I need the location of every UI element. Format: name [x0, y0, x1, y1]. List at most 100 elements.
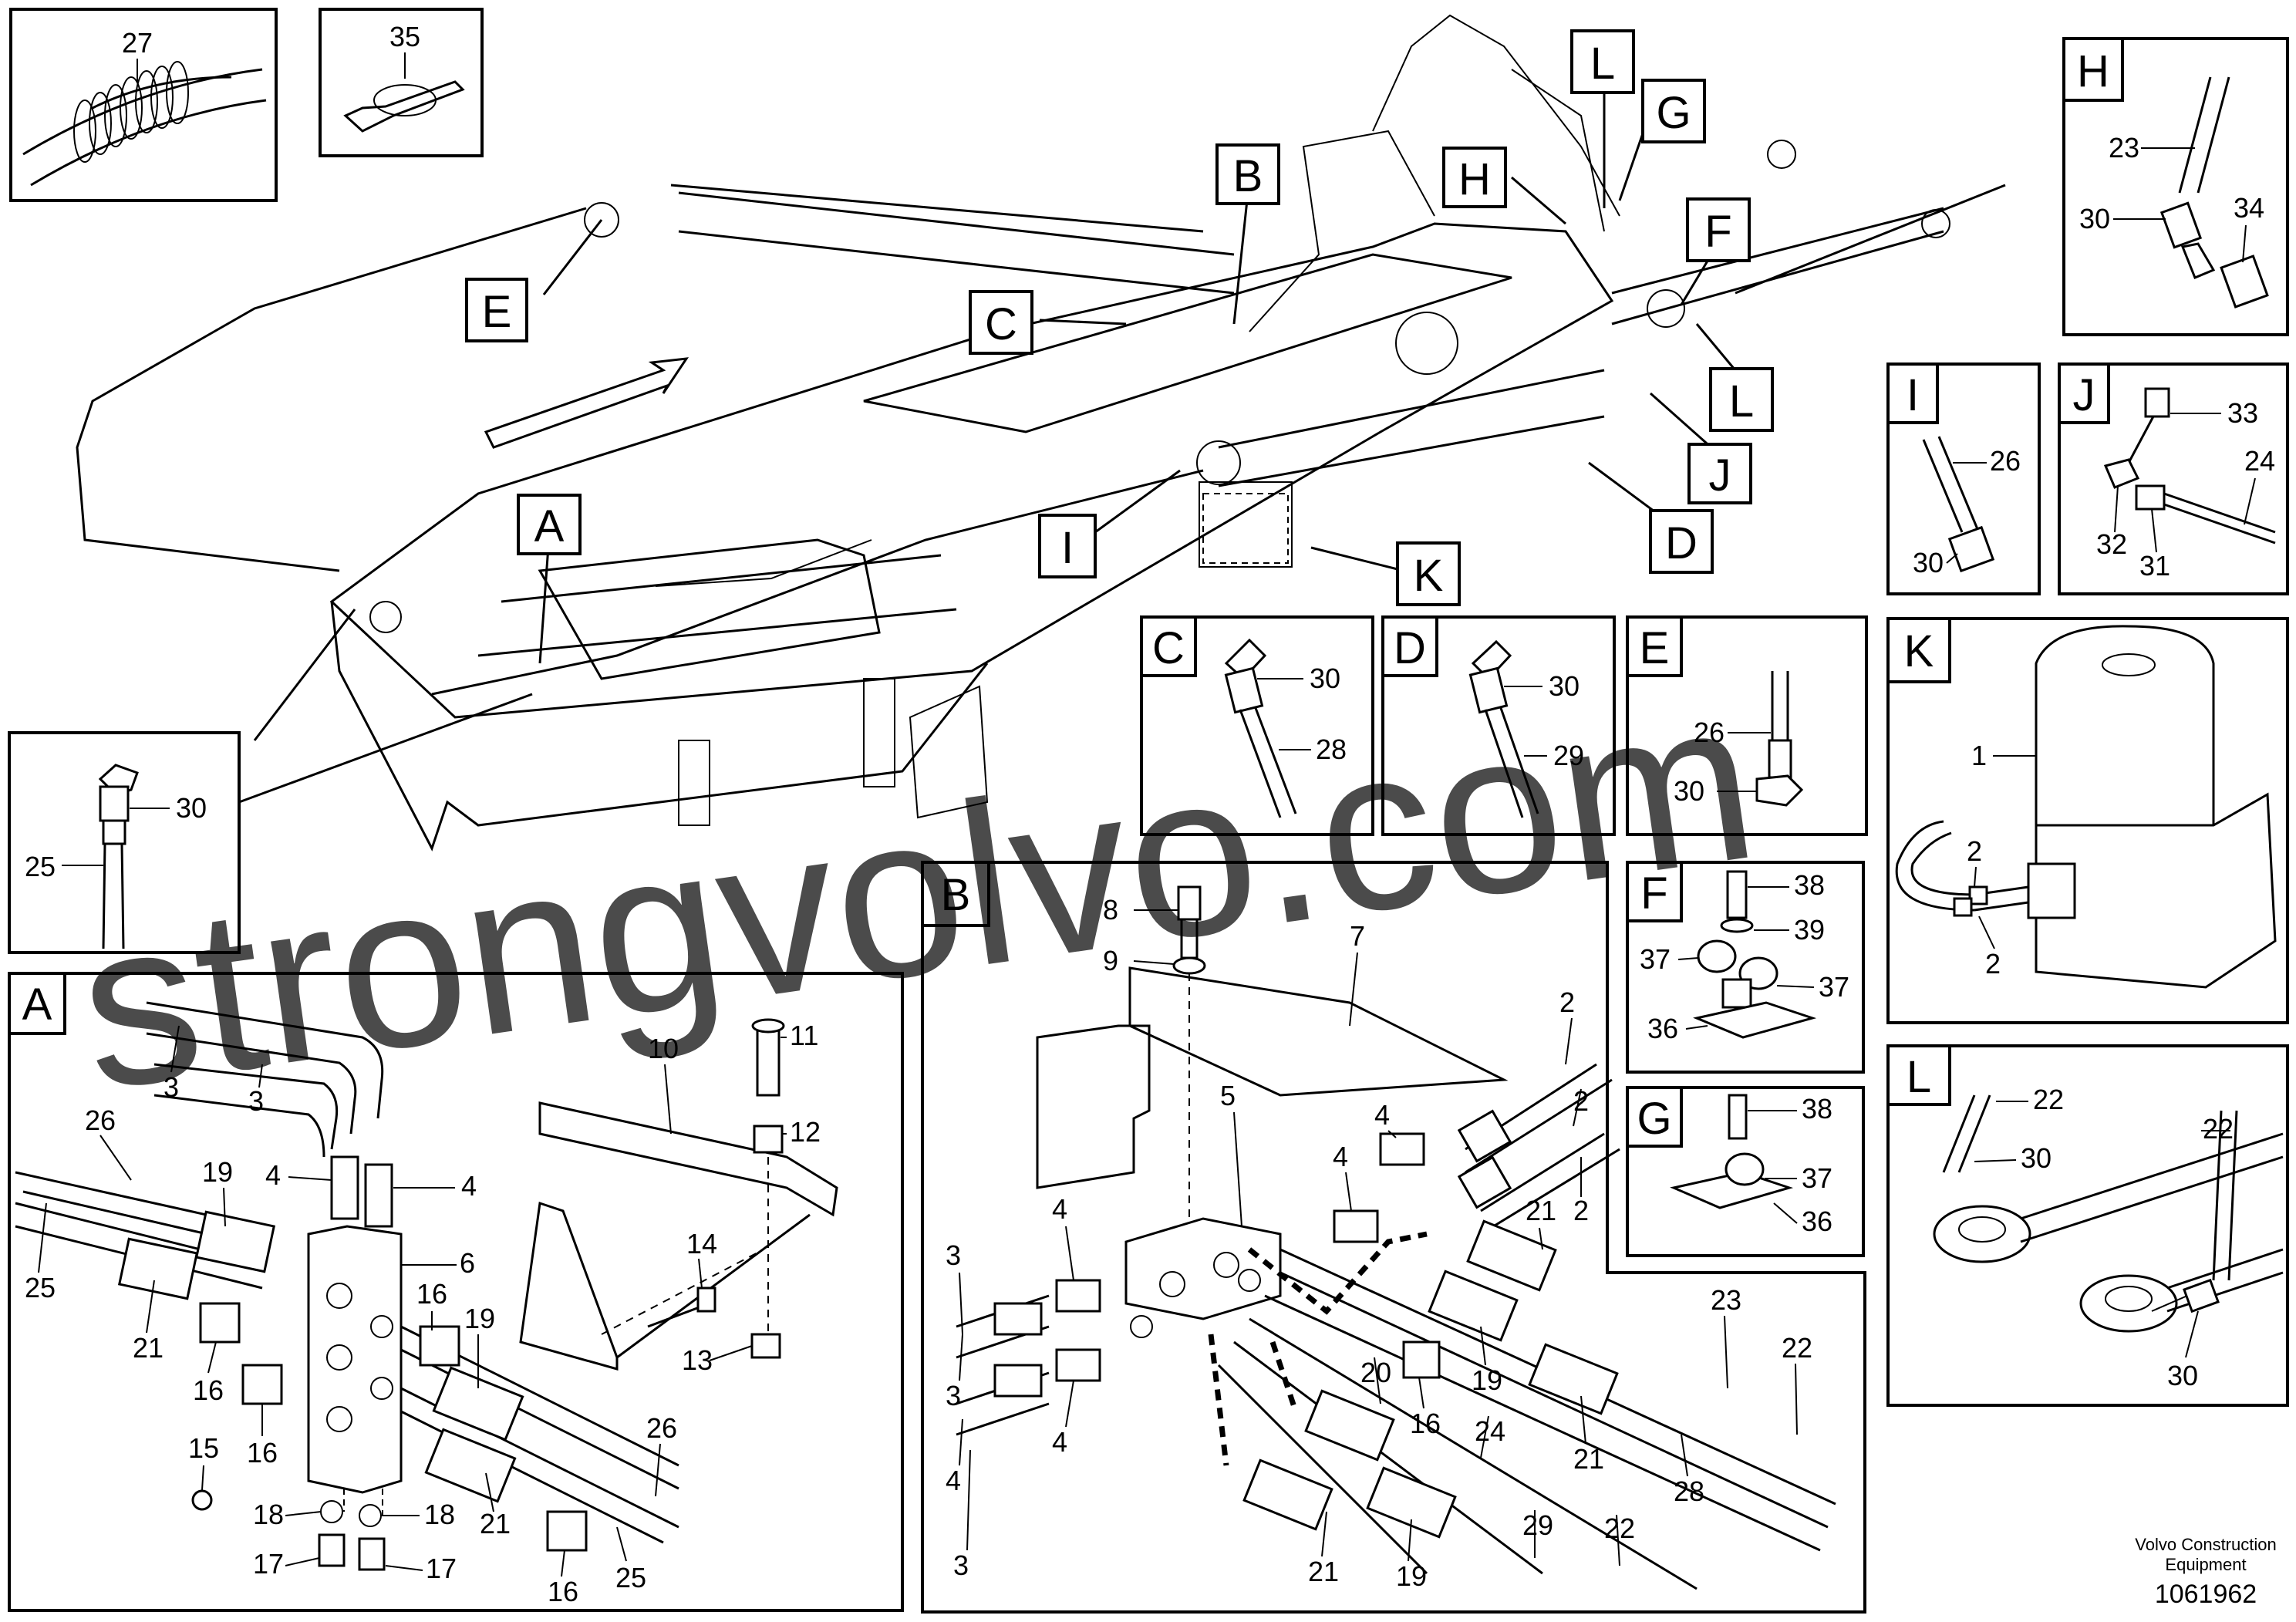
svg-text:21: 21	[480, 1508, 511, 1539]
svg-text:K: K	[1414, 551, 1444, 601]
footer: Volvo Construction Equipment 1061962	[2135, 1535, 2276, 1609]
svg-text:3: 3	[946, 1239, 961, 1271]
svg-text:H: H	[2077, 46, 2109, 96]
callout-leaders	[238, 85, 1737, 804]
svg-text:38: 38	[1794, 869, 1825, 901]
svg-text:25: 25	[615, 1562, 646, 1593]
svg-text:3: 3	[164, 1071, 179, 1103]
svg-text:32: 32	[2096, 528, 2127, 560]
svg-text:4: 4	[1333, 1141, 1348, 1172]
svg-text:L: L	[1590, 39, 1615, 89]
detail-A: A	[8, 972, 904, 1612]
svg-text:K: K	[1904, 626, 1934, 676]
inset-35: 35	[319, 8, 484, 157]
svg-text:L: L	[1907, 1052, 1931, 1102]
svg-text:37: 37	[1819, 971, 1849, 1003]
svg-text:13: 13	[682, 1344, 713, 1376]
svg-text:E: E	[482, 287, 512, 337]
svg-text:23: 23	[2109, 132, 2139, 164]
detail-E: E 26 30	[1626, 615, 1868, 836]
svg-text:21: 21	[133, 1332, 164, 1364]
svg-text:25: 25	[25, 1272, 56, 1303]
svg-text:36: 36	[1802, 1206, 1832, 1237]
callout-L-right: L	[1709, 367, 1774, 432]
svg-text:23: 23	[1711, 1284, 1741, 1316]
svg-text:2: 2	[1967, 835, 1982, 867]
detail-F-numbers: 38 39 37 37 36	[1640, 869, 1849, 1044]
svg-text:30: 30	[2079, 203, 2110, 234]
svg-text:17: 17	[426, 1553, 457, 1584]
svg-text:26: 26	[646, 1412, 677, 1444]
svg-text:6: 6	[460, 1247, 475, 1279]
svg-text:4: 4	[946, 1465, 961, 1496]
svg-text:16: 16	[193, 1374, 224, 1406]
callout-L-top: L	[1570, 29, 1635, 94]
svg-text:30: 30	[1674, 775, 1704, 807]
svg-text:22: 22	[2203, 1113, 2234, 1145]
svg-text:I: I	[1907, 370, 1919, 420]
svg-text:A: A	[22, 980, 52, 1030]
callout-A: A	[517, 494, 582, 555]
svg-text:J: J	[1709, 450, 1731, 501]
detail-G-numbers: 38 37 36	[1802, 1093, 1832, 1237]
svg-text:5: 5	[1220, 1080, 1236, 1111]
svg-text:22: 22	[1782, 1332, 1812, 1364]
callout-I: I	[1038, 514, 1097, 578]
callout-B: B	[1215, 143, 1280, 205]
svg-text:15: 15	[188, 1432, 219, 1464]
svg-text:F: F	[1640, 868, 1667, 919]
svg-text:3: 3	[946, 1380, 961, 1411]
detail-K: K 1 2 2	[1886, 617, 2289, 1024]
svg-text:30: 30	[1549, 670, 1580, 702]
detail-L: L 22 22 30 30	[1886, 1044, 2289, 1407]
callout-J: J	[1687, 443, 1752, 504]
drawing-number: 1061962	[2155, 1580, 2257, 1609]
detail-F: F 38 39 37 37 36	[1626, 861, 1865, 1074]
detail-G: G 38 37 36	[1626, 1086, 1865, 1257]
svg-text:4: 4	[265, 1159, 281, 1191]
detail-B-leaders	[959, 909, 1798, 1566]
svg-text:24: 24	[2244, 445, 2275, 477]
svg-text:18: 18	[253, 1499, 284, 1530]
svg-text:24: 24	[1475, 1415, 1505, 1447]
svg-text:30: 30	[2021, 1142, 2052, 1174]
detail-K-numbers: 1 2 2	[1967, 740, 2001, 980]
callout-E: E	[465, 278, 528, 342]
svg-text:22: 22	[1604, 1512, 1635, 1544]
svg-text:E: E	[1640, 623, 1670, 673]
svg-text:16: 16	[548, 1576, 578, 1607]
svg-text:16: 16	[416, 1278, 447, 1310]
detail-B-numbers: 8 9 7 2 2 2 4 5 4 4 3 4 3 4 3 21 19 23 2…	[946, 894, 1812, 1592]
svg-text:16: 16	[1410, 1408, 1441, 1439]
svg-text:8: 8	[1103, 894, 1118, 926]
detail-H: H 23 30 34	[2062, 37, 2289, 336]
svg-text:D: D	[1394, 623, 1426, 673]
svg-text:19: 19	[464, 1303, 495, 1334]
svg-text:21: 21	[1526, 1195, 1556, 1226]
svg-text:C: C	[985, 299, 1017, 349]
svg-text:H: H	[1458, 154, 1491, 204]
svg-text:C: C	[1152, 623, 1185, 673]
svg-text:22: 22	[2033, 1084, 2064, 1115]
svg-text:30: 30	[2167, 1360, 2198, 1391]
callout-K: K	[1396, 541, 1461, 606]
detail-D: D 30 29	[1381, 615, 1616, 836]
svg-text:2: 2	[1559, 986, 1575, 1018]
svg-text:B: B	[941, 870, 971, 920]
svg-text:4: 4	[461, 1170, 477, 1202]
callout-G: G	[1641, 79, 1706, 143]
svg-text:4: 4	[1052, 1426, 1067, 1458]
svg-text:21: 21	[1573, 1443, 1604, 1475]
inset-27: 27	[9, 8, 278, 202]
svg-text:11: 11	[790, 1020, 818, 1051]
svg-text:19: 19	[1396, 1560, 1427, 1592]
svg-text:3: 3	[248, 1085, 264, 1117]
callout-H-main: H	[1442, 147, 1507, 208]
svg-text:26: 26	[85, 1104, 116, 1136]
main-callouts: E C B H L G F L	[465, 29, 1774, 606]
svg-text:36: 36	[1647, 1013, 1678, 1044]
detail-J: J 33 24 32 31	[2058, 363, 2289, 595]
svg-text:B: B	[1233, 151, 1263, 201]
svg-text:A: A	[534, 501, 565, 551]
svg-text:G: G	[1637, 1094, 1671, 1144]
